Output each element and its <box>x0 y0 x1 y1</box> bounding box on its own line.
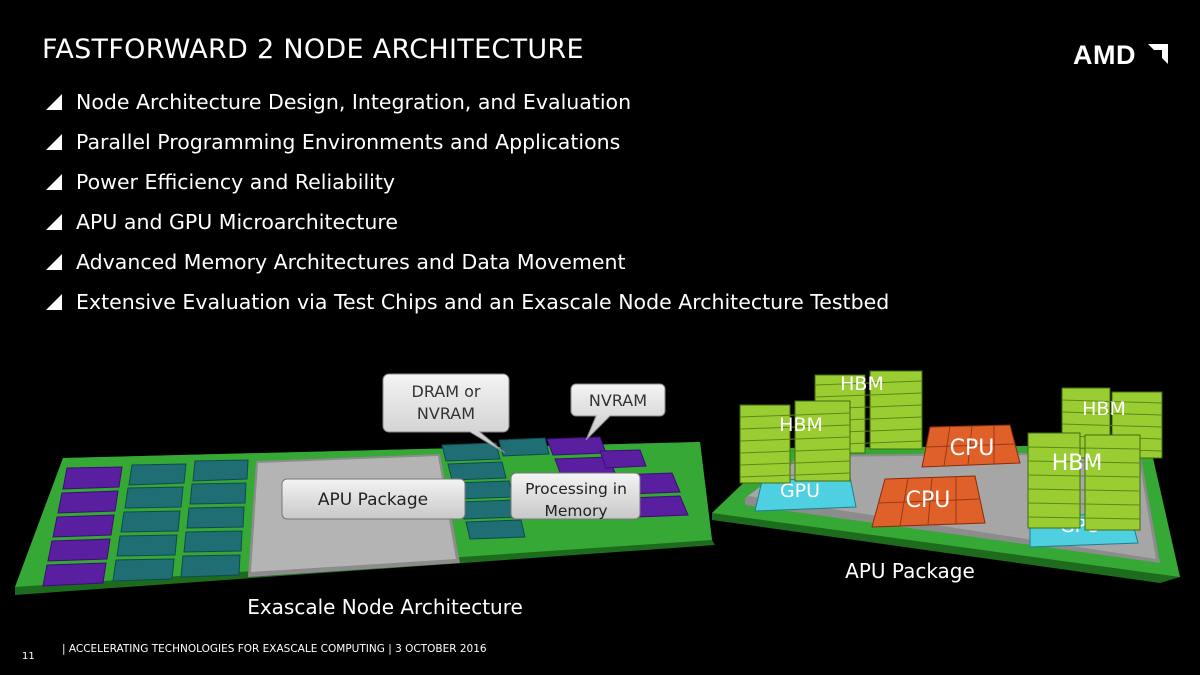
dram-modules-right <box>441 437 550 540</box>
nvram-callout <box>570 383 666 441</box>
footer-text: | ACCELERATING TECHNOLOGIES FOR EXASCALE… <box>62 643 487 655</box>
bullet-item: Parallel Programming Environments and Ap… <box>46 122 889 162</box>
pim-label-line2: Memory <box>544 502 607 520</box>
triangle-bullet-icon <box>46 94 62 110</box>
hbm-stack-left <box>739 400 851 484</box>
exascale-caption: Exascale Node Architecture <box>247 595 523 619</box>
triangle-bullet-icon <box>46 174 62 190</box>
bullet-text: Parallel Programming Environments and Ap… <box>76 130 621 154</box>
callout-dram-line2: NVRAM <box>417 404 475 423</box>
amd-logo: AMD <box>1073 40 1136 70</box>
triangle-bullet-icon <box>46 134 62 150</box>
bullet-item: Power Efficiency and Reliability <box>46 162 889 202</box>
triangle-bullet-icon <box>46 214 62 230</box>
bullet-item: Extensive Evaluation via Test Chips and … <box>46 282 889 322</box>
bullet-text: Extensive Evaluation via Test Chips and … <box>76 290 890 314</box>
dram-modules-left <box>112 459 249 582</box>
slide-title: FASTFORWARD 2 NODE ARCHITECTURE <box>42 34 584 65</box>
page-number: 11 <box>22 651 35 662</box>
callout-nvram: NVRAM <box>589 391 647 410</box>
triangle-bullet-icon <box>46 294 62 310</box>
callout-dram-line1: DRAM or <box>412 382 481 401</box>
hbm-label-top: HBM <box>840 373 884 395</box>
hbm-label-right-top: HBM <box>1082 398 1126 420</box>
bullet-item: APU and GPU Microarchitecture <box>46 202 889 242</box>
cpu-label-bottom: CPU <box>906 488 951 513</box>
triangle-bullet-icon <box>46 254 62 270</box>
hbm-label-left: HBM <box>779 414 823 436</box>
apu-package-caption: APU Package <box>845 559 975 583</box>
bullet-item: Advanced Memory Architectures and Data M… <box>46 242 889 282</box>
gpu-label-left: GPU <box>780 480 820 502</box>
dram-nvram-callout <box>382 373 510 454</box>
architecture-diagram: APU Package Processing in Memory DRAM or… <box>15 370 1180 619</box>
apu-package-label: APU Package <box>318 490 428 510</box>
nvram-modules-left <box>42 466 123 587</box>
apu-package-3d: CPU CPU GPU GPU HBM HBM HBM HBM APU Pack… <box>712 370 1180 583</box>
bullet-text: Advanced Memory Architectures and Data M… <box>76 250 626 274</box>
hbm-label-right-bottom: HBM <box>1052 451 1103 476</box>
bullet-text: Node Architecture Design, Integration, a… <box>76 90 632 114</box>
bullet-list: Node Architecture Design, Integration, a… <box>46 82 889 322</box>
cpu-die-top <box>921 424 1021 468</box>
apu-package-box <box>281 478 466 520</box>
cpu-die-bottom <box>871 475 986 528</box>
cpu-label-top: CPU <box>950 436 995 461</box>
bullet-item: Node Architecture Design, Integration, a… <box>46 82 889 122</box>
pim-label-line1: Processing in <box>525 480 627 498</box>
amd-arrow-icon <box>1148 44 1168 64</box>
exascale-node-board: APU Package Processing in Memory DRAM or… <box>15 373 715 619</box>
processing-in-memory-box <box>510 472 641 520</box>
hbm-stack-right-bottom <box>1027 432 1141 531</box>
bullet-text: APU and GPU Microarchitecture <box>76 210 398 234</box>
bullet-text: Power Efficiency and Reliability <box>76 170 396 194</box>
